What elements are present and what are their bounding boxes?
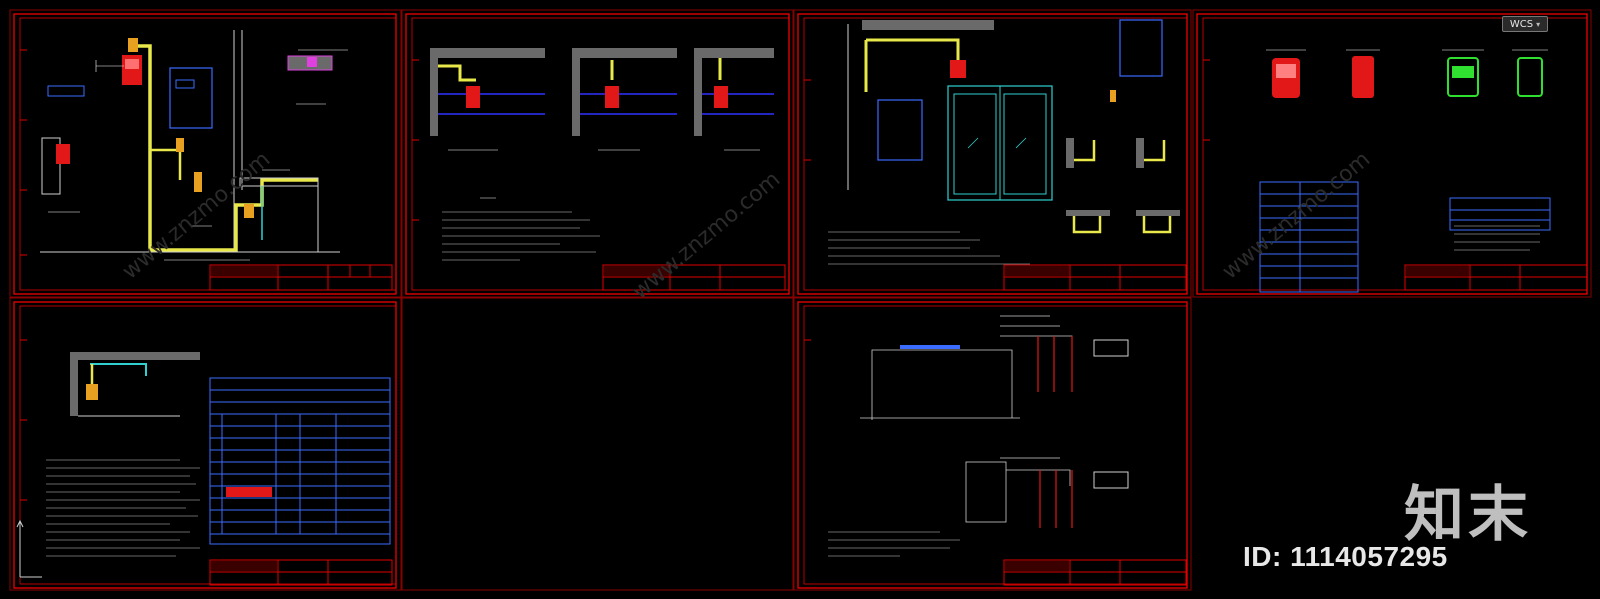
sheet-2-wall-details[interactable] [405, 13, 790, 295]
chevron-down-icon: ▾ [1536, 19, 1541, 29]
wcs-label: WCS [1509, 18, 1534, 30]
viewport-borders [9, 9, 1592, 591]
watermark-brand: 知末 [1404, 480, 1532, 550]
watermark-id: ID: 1114057295 [1243, 541, 1448, 572]
sheet-7-dimension-layout[interactable] [797, 301, 1188, 589]
sheet-5-material-list[interactable] [13, 301, 397, 589]
sheet-4-meter-specs[interactable] [1196, 13, 1588, 295]
sheet-1-riser-elevation[interactable] [13, 13, 397, 295]
wcs-dropdown-button[interactable]: WCS ▾ [1502, 16, 1548, 32]
sheet-3-kitchen-elevation[interactable] [797, 13, 1188, 295]
ucs-axis-icon [16, 519, 42, 578]
